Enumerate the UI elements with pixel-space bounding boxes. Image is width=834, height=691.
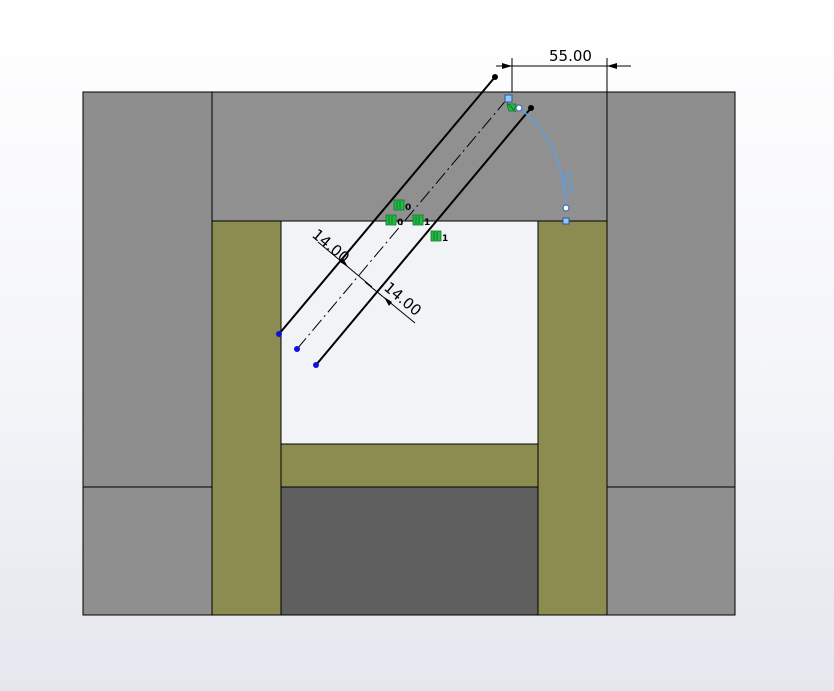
horizontal-dimension[interactable]: 55.00 xyxy=(496,47,631,92)
left-lower-block-face[interactable] xyxy=(82,486,213,616)
endpoint-upper-top[interactable] xyxy=(492,74,498,80)
dimension-value-55[interactable]: 55.00 xyxy=(549,47,592,65)
parallel-relation-icon[interactable]: 0 xyxy=(385,214,403,228)
angle-arc-handle-icon[interactable] xyxy=(562,217,570,225)
relation-label: 1 xyxy=(424,218,430,228)
part-model xyxy=(82,91,736,616)
right-rail-face[interactable] xyxy=(537,220,608,616)
top-point-markers[interactable] xyxy=(504,94,523,113)
left-rail-face[interactable] xyxy=(211,220,282,616)
sketch-geometry[interactable] xyxy=(278,76,532,366)
bottom-rail-face[interactable] xyxy=(280,443,539,488)
top-bridge-face[interactable] xyxy=(211,91,608,222)
endpoint-lower-top[interactable] xyxy=(528,105,534,111)
dimension-value-50-degrees[interactable]: 50° xyxy=(556,170,576,197)
endpoint-lower-bottom[interactable] xyxy=(313,362,319,368)
right-lower-block-face[interactable] xyxy=(606,486,736,616)
sketch-line-lower[interactable] xyxy=(315,107,532,366)
relation-label: 0 xyxy=(405,203,411,213)
right-block-face[interactable] xyxy=(606,91,736,488)
parallel-relation-icon[interactable]: 0 xyxy=(393,199,411,213)
relation-label: 1 xyxy=(442,234,448,244)
endpoint-center-bottom[interactable] xyxy=(294,346,300,352)
sketch-line-upper[interactable] xyxy=(278,76,496,335)
coincident-icon[interactable] xyxy=(504,94,513,103)
parallel-relation-icon[interactable]: 1 xyxy=(412,214,430,228)
parallel-relation-icon[interactable]: 1 xyxy=(430,230,448,244)
endpoint-upper-bottom[interactable] xyxy=(276,331,282,337)
sketch-endpoints[interactable] xyxy=(276,74,534,368)
left-block-face[interactable] xyxy=(82,91,213,488)
angle-dimension[interactable]: 50° xyxy=(518,107,576,225)
angle-arc-point-icon[interactable] xyxy=(562,204,570,212)
relation-label: 0 xyxy=(397,218,403,228)
relation-glyphs[interactable]: 0 0 1 1 xyxy=(385,199,448,244)
inner-opening xyxy=(280,220,539,445)
sketch-centerline[interactable] xyxy=(296,91,514,350)
point-icon[interactable] xyxy=(515,104,523,112)
pocket-face[interactable] xyxy=(280,486,539,616)
